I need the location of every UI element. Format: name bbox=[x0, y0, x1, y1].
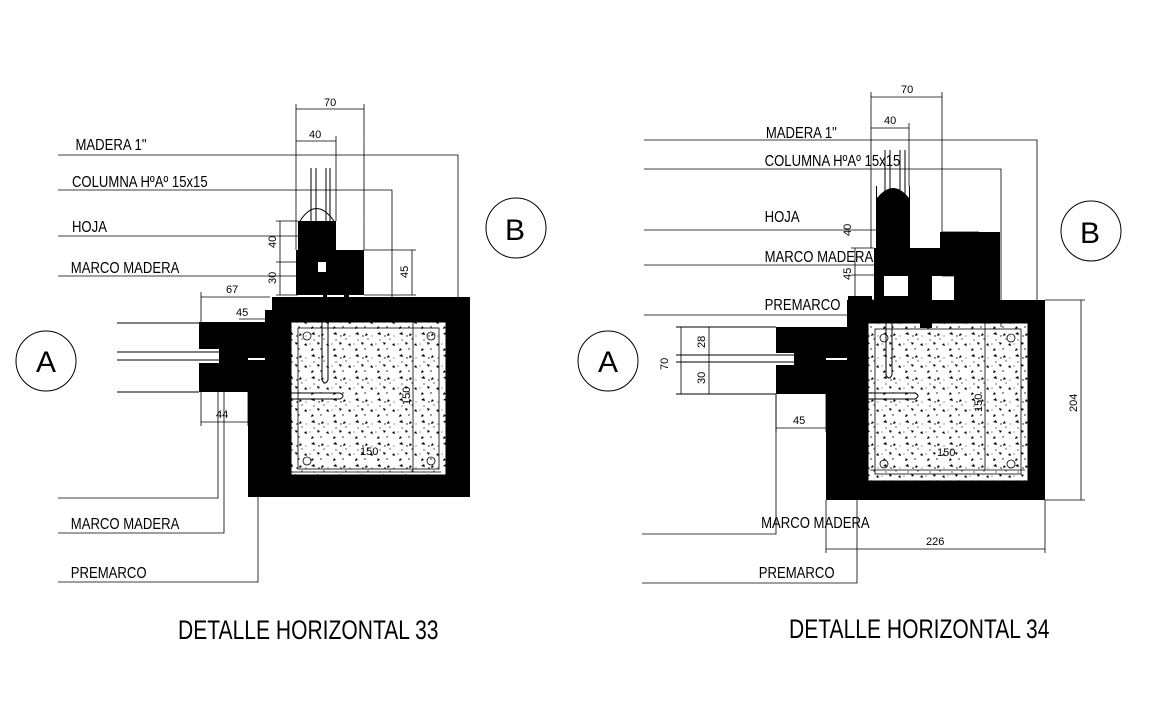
label-34-premarco-top: PREMARCO bbox=[765, 297, 841, 314]
dim-34-45v: 45 bbox=[842, 268, 854, 280]
pin-33-a bbox=[323, 295, 327, 303]
marco-notch-34 bbox=[932, 276, 954, 300]
label-34-hoja: HOJA bbox=[765, 209, 800, 226]
dim-33-44: 44 bbox=[216, 409, 228, 421]
dim-34-150h: 150 bbox=[937, 447, 955, 459]
label-33-premarco: PREMARCO bbox=[71, 565, 147, 582]
madera-lines-33 bbox=[310, 168, 331, 221]
dim-34-45b: 45 bbox=[793, 415, 805, 427]
label-33-madera: MADERA 1" bbox=[76, 137, 147, 154]
marco-top-33 bbox=[296, 250, 364, 295]
dim-33-40: 40 bbox=[309, 129, 321, 141]
label-33-hoja: HOJA bbox=[72, 219, 107, 236]
title-33: DETALLE HORIZONTAL 33 bbox=[178, 616, 438, 646]
wall-a-block-34 bbox=[776, 327, 847, 394]
label-33-marco-bottom: MARCO MADERA bbox=[71, 516, 180, 533]
marco-stepped-34 bbox=[826, 322, 868, 388]
dim-33-150v: 150 bbox=[401, 387, 413, 405]
dim-34-45r: 45 bbox=[962, 248, 974, 260]
wall-a-gap-33 bbox=[199, 349, 219, 363]
dim-34-40: 40 bbox=[884, 115, 896, 127]
title-34: DETALLE HORIZONTAL 34 bbox=[789, 615, 1049, 645]
dim-33-150h: 150 bbox=[360, 446, 378, 458]
bubble-33-b bbox=[485, 197, 547, 259]
column-34 bbox=[867, 322, 1029, 482]
dim-33-45h: 45 bbox=[236, 307, 248, 319]
hoja-slot-33 bbox=[318, 262, 326, 272]
detail-34: 70 40 40 45 45 70 28 30 45 150 150 204 2… bbox=[577, 84, 1122, 645]
bubble-34-a bbox=[577, 330, 639, 392]
dim-34-70v: 70 bbox=[659, 358, 671, 370]
wall-a-lines-33 bbox=[117, 322, 219, 393]
hoja-block-34 bbox=[876, 186, 910, 248]
dim-33-70: 70 bbox=[324, 97, 336, 109]
label-34-marco-bottom: MARCO MADERA bbox=[761, 515, 870, 532]
hoja-block-33 bbox=[298, 221, 336, 251]
label-34-marco-top: MARCO MADERA bbox=[765, 249, 874, 266]
dim-lines-33 bbox=[200, 104, 441, 473]
leaders-33 bbox=[58, 154, 459, 583]
bubble-33-b-text: B bbox=[505, 214, 525, 247]
dim-33-67: 67 bbox=[226, 284, 238, 296]
pin-33-b bbox=[344, 290, 349, 302]
madera-lines-34 bbox=[884, 150, 906, 200]
label-34-premarco: PREMARCO bbox=[759, 565, 835, 582]
label-34-madera: MADERA 1" bbox=[766, 125, 837, 142]
rebar-34-b bbox=[1006, 333, 1016, 343]
anchor-33-h bbox=[291, 392, 344, 400]
rebar-33-c bbox=[302, 456, 312, 466]
leaders-34 bbox=[642, 139, 1038, 584]
bubble-33-a bbox=[15, 330, 77, 392]
bubble-33-a-text: A bbox=[36, 346, 56, 379]
dim-34-28: 28 bbox=[696, 336, 708, 348]
dim-33-45v: 45 bbox=[399, 266, 411, 278]
anchor-34-v bbox=[885, 323, 893, 379]
detail-33: 70 40 67 45 40 30 45 44 150 150 MADERA 1… bbox=[15, 97, 547, 646]
bubble-34-b bbox=[1060, 200, 1122, 262]
dim-34-30: 30 bbox=[696, 372, 708, 384]
rebar-34-a bbox=[879, 333, 889, 343]
marco-stepped-33 bbox=[248, 310, 291, 386]
anchor-33-v bbox=[321, 322, 329, 384]
rebar-33-a bbox=[302, 331, 312, 341]
rebar-34-c bbox=[879, 459, 889, 469]
dim-34-40v: 40 bbox=[842, 224, 854, 236]
bubble-34-a-text: A bbox=[598, 346, 618, 379]
dim-34-150v: 150 bbox=[973, 394, 985, 412]
rebar-33-b bbox=[426, 331, 436, 341]
label-33-columna: COLUMNA HºAº 15x15 bbox=[72, 174, 208, 191]
marco-step-34 bbox=[884, 276, 908, 296]
bubble-34-b-text: B bbox=[1080, 217, 1100, 250]
dim-34-226: 226 bbox=[926, 536, 944, 548]
label-34-columna: COLUMNA HºAº 15x15 bbox=[765, 153, 901, 170]
wall-a-block-33 bbox=[199, 322, 265, 392]
wall-a-lines-34 bbox=[676, 326, 794, 395]
dim-34-70: 70 bbox=[901, 84, 913, 96]
anchor-34-h bbox=[868, 392, 919, 400]
dim-33-40v: 40 bbox=[267, 236, 279, 248]
label-33-marco-top: MARCO MADERA bbox=[71, 260, 180, 277]
rebar-33-d bbox=[426, 456, 436, 466]
rebar-cage-34 bbox=[874, 328, 1022, 475]
dim-33-30v: 30 bbox=[267, 272, 279, 284]
dim-34-204: 204 bbox=[1068, 394, 1080, 412]
rebar-34-d bbox=[1006, 459, 1016, 469]
hoja-arc-33 bbox=[299, 208, 335, 222]
